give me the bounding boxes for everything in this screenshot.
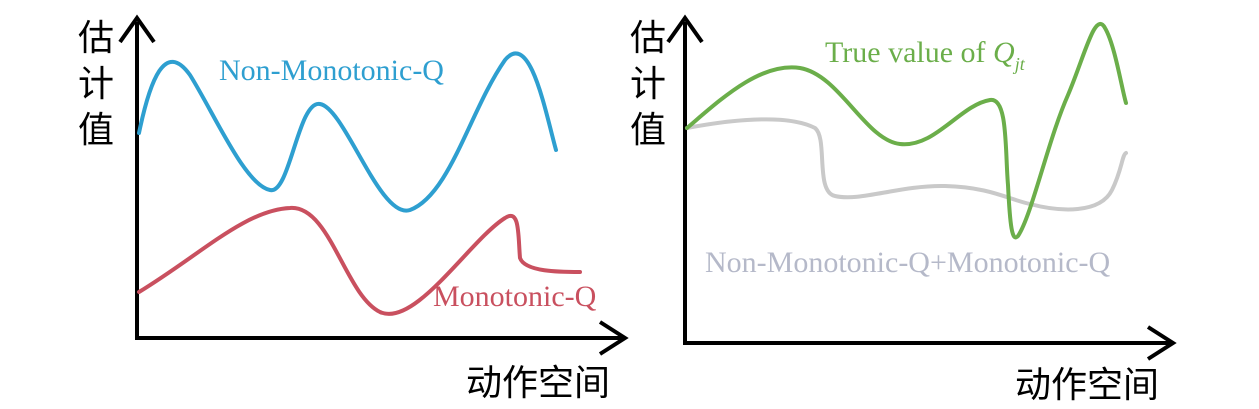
right-y-axis-arrowhead xyxy=(666,14,704,44)
right-panel: 估 计 值 动作空间 True value of Qjt Non-Monoton… xyxy=(630,14,1177,406)
true-value-label-prefix: True value of xyxy=(825,36,993,69)
monotonic-q-curve xyxy=(137,205,582,316)
combined-q-label: Non-Monotonic-Q+Monotonic-Q xyxy=(705,246,1111,279)
true-value-label-symbol: Q xyxy=(993,36,1015,69)
left-y-axis-label-char-1: 估 xyxy=(78,18,114,59)
left-y-axis-label-char-2: 计 xyxy=(78,64,114,105)
right-x-axis-label: 动作空间 xyxy=(1015,365,1159,406)
combined-q-curve xyxy=(685,117,1128,212)
right-y-axis-label-char-1: 估 xyxy=(630,18,666,59)
left-y-axis-arrowhead xyxy=(118,14,156,44)
left-x-axis-label: 动作空间 xyxy=(466,363,610,404)
right-x-axis-arrowhead xyxy=(1146,325,1177,361)
left-panel: 估 计 值 动作空间 Non-Monotonic-Q Monotonic-Q xyxy=(78,14,629,404)
true-value-curve xyxy=(685,22,1128,240)
true-value-label-subscript: jt xyxy=(1013,54,1026,74)
true-value-label: True value of Qjt xyxy=(825,36,1026,74)
left-x-axis-arrowhead xyxy=(598,320,629,356)
left-y-axis-label-char-3: 值 xyxy=(78,110,114,151)
non-monotonic-q-label: Non-Monotonic-Q xyxy=(219,54,444,87)
right-y-axis-label-char-3: 值 xyxy=(630,110,666,151)
non-monotonic-q-curve xyxy=(137,51,558,213)
right-y-axis-label-char-2: 计 xyxy=(630,64,666,105)
monotonic-q-label: Monotonic-Q xyxy=(433,280,597,313)
